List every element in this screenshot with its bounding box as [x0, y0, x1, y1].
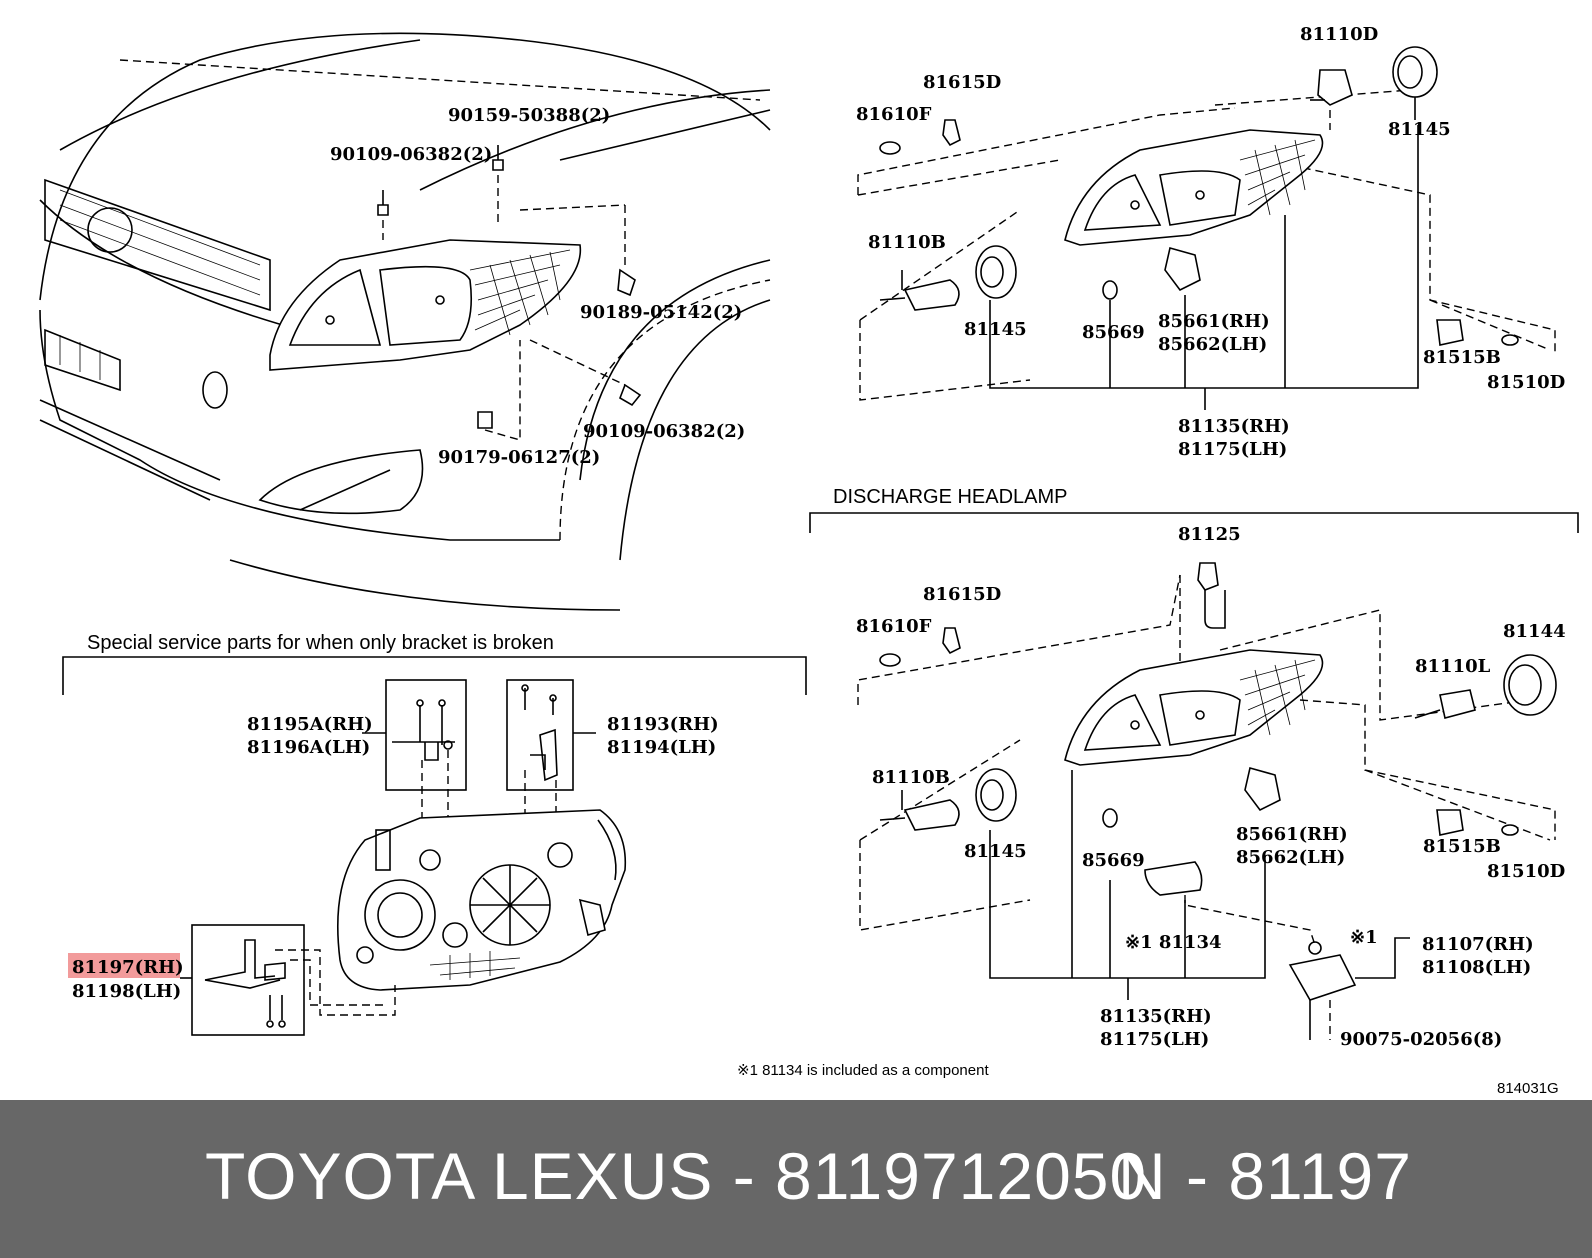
callout-90075: 90075-02056(8) — [1340, 1029, 1502, 1050]
callout-81197-highlighted: 81197(RH) — [72, 957, 184, 978]
callout-81198: 81198(LH) — [72, 981, 181, 1002]
callout-81194: 81194(LH) — [607, 737, 716, 758]
discharge-headlamp-title: DISCHARGE HEADLAMP — [833, 486, 1068, 508]
callout-81515B-discharge: 81515B — [1423, 836, 1501, 857]
callout-81615D-discharge: 81615D — [923, 584, 1001, 605]
callout-85669-top: 85669 — [1082, 322, 1145, 343]
callout-81510D-discharge: 81510D — [1487, 861, 1565, 882]
callout-85662-discharge: 85662(LH) — [1236, 847, 1345, 868]
callout-81145-top-right: 81145 — [1388, 119, 1451, 140]
callout-81175-discharge: 81175(LH) — [1100, 1029, 1209, 1050]
highlight-81197 — [68, 953, 180, 978]
car-front-illustration — [39, 32, 771, 611]
special-service-title: Special service parts for when only brac… — [87, 632, 554, 654]
callout-81193: 81193(RH) — [607, 714, 719, 735]
callout-81107: 81107(RH) — [1422, 934, 1534, 955]
parts-diagram: 90159-50388(2) 90109-06382(2) 90189-0514… — [39, 24, 1579, 1097]
callout-90109-lower: 90109-06382(2) — [583, 421, 745, 442]
callout-90189: 90189-05142(2) — [580, 302, 742, 323]
callout-81145-top-left: 81145 — [964, 319, 1027, 340]
footnote-81134: ※1 81134 is included as a component — [737, 1062, 989, 1079]
callout-81515B-top: 81515B — [1423, 347, 1501, 368]
callout-81510D-top: 81510D — [1487, 372, 1565, 393]
callout-81610F-discharge: 81610F — [856, 616, 932, 637]
callout-81145-discharge: 81145 — [964, 841, 1027, 862]
callout-81110B-discharge: 81110B — [872, 767, 950, 788]
callout-81144: 81144 — [1503, 621, 1566, 642]
callout-81110L: 81110L — [1415, 656, 1491, 677]
discharge-headlamp-assembly — [857, 562, 1557, 1040]
bracket-service-parts — [180, 679, 627, 1036]
footer-part-number: TOYOTA LEXUS - 8119712050 — [205, 1139, 1148, 1213]
callout-85661-top: 85661(RH) — [1158, 311, 1270, 332]
callout-81125: 81125 — [1178, 524, 1241, 545]
callout-81134: ※1 81134 — [1125, 932, 1222, 953]
callout-81196A: 81196A(LH) — [247, 737, 370, 758]
callout-81610F-top: 81610F — [856, 104, 932, 125]
callout-90159: 90159-50388(2) — [448, 105, 610, 126]
figure-code: 814031G — [1497, 1080, 1559, 1097]
callout-81110B-top: 81110B — [868, 232, 946, 253]
callout-81135-discharge: 81135(RH) — [1100, 1006, 1212, 1027]
callout-85662-top: 85662(LH) — [1158, 334, 1267, 355]
callout-81110D-top: 81110D — [1300, 24, 1378, 45]
callout-81195A: 81195A(RH) — [247, 714, 373, 735]
callout-90179: 90179-06127(2) — [438, 447, 600, 468]
callout-90109-upper: 90109-06382(2) — [330, 144, 492, 165]
halogen-headlamp-assembly — [857, 46, 1556, 410]
special-section-bracket — [62, 656, 807, 695]
discharge-section-bracket — [809, 512, 1579, 533]
callout-85661-discharge: 85661(RH) — [1236, 824, 1348, 845]
callout-note-mark: ※1 — [1350, 927, 1378, 948]
callout-85669-discharge: 85669 — [1082, 850, 1145, 871]
footer-banner: TOYOTA LEXUS - 8119712050 N - 81197 — [0, 1100, 1592, 1258]
callout-81175-top: 81175(LH) — [1178, 439, 1287, 460]
callout-81108: 81108(LH) — [1422, 957, 1531, 978]
callout-81615D-top: 81615D — [923, 72, 1001, 93]
footer-reference: N - 81197 — [1118, 1139, 1412, 1213]
callout-81135-top: 81135(RH) — [1178, 416, 1290, 437]
